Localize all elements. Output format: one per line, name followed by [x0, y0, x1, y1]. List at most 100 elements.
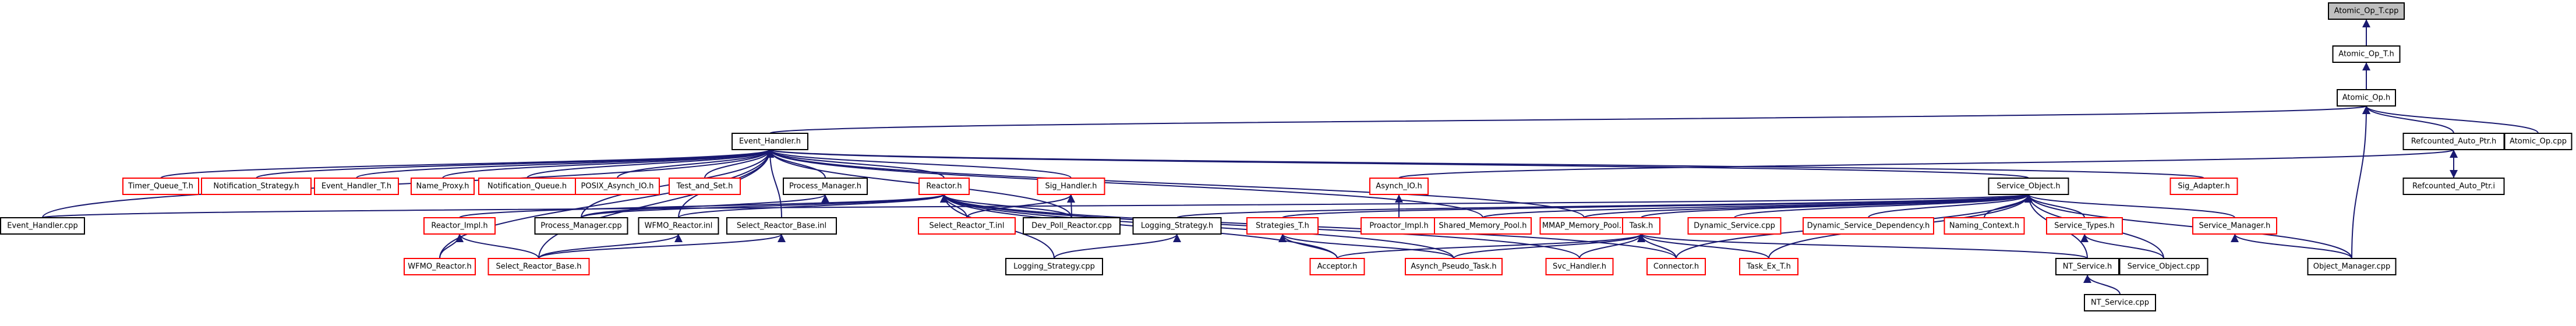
node-timer-queue-t-h[interactable]: Timer_Queue_T.h: [122, 178, 199, 195]
node-logging-strategy-h[interactable]: Logging_Strategy.h: [1132, 217, 1222, 235]
node-box: [314, 178, 399, 195]
node-wfmo-reactor-h[interactable]: WFMO_Reactor.h: [404, 258, 476, 275]
node-svc-handler-h[interactable]: Svc_Handler.h: [1545, 258, 1614, 275]
node-posix-asynch-io-h[interactable]: POSIX_Asynch_IO.h: [575, 178, 660, 195]
node-event-handler-h[interactable]: Event_Handler.h: [732, 133, 808, 150]
node-label: Refcounted_Auto_Ptr.i: [2412, 182, 2495, 191]
node-proactor-impl-h[interactable]: Proactor_Impl.h: [1361, 217, 1437, 235]
edge-task_ex_t_h-to-task_h: [1637, 233, 1769, 259]
node-dev-poll-reactor-cpp[interactable]: Dev_Poll_Reactor.cpp: [1023, 217, 1121, 235]
edge-refcounted_auto_ptr_h-to-atomic_op_h: [2362, 105, 2454, 134]
node-box: [783, 178, 868, 195]
node-service-manager-h[interactable]: Service_Manager.h: [2192, 217, 2277, 235]
node-dynamic-service-dependency-h[interactable]: Dynamic_Service_Dependency.h: [1803, 217, 1934, 235]
node-box: [2402, 178, 2505, 195]
node-box: [2307, 258, 2397, 275]
node-task-ex-t-h[interactable]: Task_Ex_T.h: [1739, 258, 1798, 275]
node-box: [1309, 258, 1365, 275]
node-label: POSIX_Asynch_IO.h: [581, 182, 654, 191]
node-label: Notification_Queue.h: [487, 182, 567, 191]
node-box: [918, 217, 1016, 235]
node-box: [122, 178, 199, 195]
node-wfmo-reactor-inl[interactable]: WFMO_Reactor.inl: [638, 217, 719, 235]
node-label: NT_Service.cpp: [2091, 299, 2149, 307]
edge-task_h-to-service_object_h: [1641, 194, 2033, 218]
node-mmap-memory-pool-h[interactable]: MMAP_Memory_Pool.h: [1539, 217, 1629, 235]
node-logging-strategy-cpp[interactable]: Logging_Strategy.cpp: [1005, 258, 1103, 275]
node-label: Naming_Context.h: [1949, 222, 2019, 231]
edge-logging_strategy_cpp-to-logging_strategy_h: [1054, 233, 1181, 259]
edge-shared_memory_pool_h-to-event_handler_h: [766, 149, 1483, 218]
edge-event_handler_t_h-to-event_handler_h: [356, 149, 774, 179]
node-select-reactor-base-inl[interactable]: Select_Reactor_Base.inl: [726, 217, 837, 235]
node-select-reactor-base-h[interactable]: Select_Reactor_Base.h: [487, 258, 590, 275]
node-atomic-op-t-h[interactable]: Atomic_Op_T.h: [2332, 45, 2401, 63]
node-select-reactor-t-inl[interactable]: Select_Reactor_T.inl: [918, 217, 1016, 235]
node-box: [1405, 258, 1503, 275]
edge-notification_queue_h-to-event_handler_h: [526, 149, 774, 179]
node-event-handler-t-h[interactable]: Event_Handler_T.h: [314, 178, 399, 195]
node-reactor-impl-h[interactable]: Reactor_Impl.h: [423, 217, 496, 235]
node-atomic-op-t-cpp[interactable]: Atomic_Op_T.cpp: [2328, 2, 2405, 20]
edge-wfmo_reactor_inl-to-reactor_h: [678, 194, 948, 218]
node-dynamic-service-cpp[interactable]: Dynamic_Service.cpp: [1687, 217, 1782, 235]
node-name-proxy-h[interactable]: Name_Proxy.h: [411, 178, 475, 195]
node-refcounted-auto-ptr-h[interactable]: Refcounted_Auto_Ptr.h: [2402, 133, 2505, 150]
node-sig-adapter-h[interactable]: Sig_Adapter.h: [2169, 178, 2238, 195]
node-box: [2192, 217, 2277, 235]
node-connector-h[interactable]: Connector.h: [1646, 258, 1706, 275]
node-process-manager-h[interactable]: Process_Manager.h: [783, 178, 868, 195]
node-label: Event_Handler.cpp: [7, 222, 78, 231]
node-strategies-t-h[interactable]: Strategies_T.h: [1246, 217, 1319, 235]
node-shared-memory-pool-h[interactable]: Shared_Memory_Pool.h: [1434, 217, 1532, 235]
node-atomic-op-cpp[interactable]: Atomic_Op.cpp: [2504, 133, 2573, 150]
node-box: [2402, 133, 2505, 150]
node-box: [1132, 217, 1222, 235]
node-box: [2169, 178, 2238, 195]
node-sig-handler-h[interactable]: Sig_Handler.h: [1037, 178, 1105, 195]
node-box: [1622, 217, 1660, 235]
node-nt-service-h[interactable]: NT_Service.h: [2055, 258, 2119, 275]
edge-atomic_op_cpp-to-atomic_op_h: [2362, 105, 2539, 134]
node-label: Dynamic_Service_Dependency.h: [1807, 222, 1930, 231]
node-label: Asynch_Pseudo_Task.h: [1411, 263, 1496, 271]
node-acceptor-h[interactable]: Acceptor.h: [1309, 258, 1365, 275]
node-notification-queue-h[interactable]: Notification_Queue.h: [478, 178, 576, 195]
node-object-manager-cpp[interactable]: Object_Manager.cpp: [2307, 258, 2397, 275]
edge-service_manager_h-to-service_object_h: [2024, 194, 2235, 218]
node-service-types-h[interactable]: Service_Types.h: [2046, 217, 2123, 235]
node-task-h[interactable]: Task.h: [1622, 217, 1660, 235]
edge-acceptor_h-to-task_h: [1337, 233, 1645, 259]
node-label: WFMO_Reactor.h: [408, 263, 471, 271]
node-process-manager-cpp[interactable]: Process_Manager.cpp: [534, 217, 628, 235]
node-asynch-pseudo-task-h[interactable]: Asynch_Pseudo_Task.h: [1405, 258, 1503, 275]
node-reactor-h[interactable]: Reactor.h: [918, 178, 970, 195]
node-asynch-io-h[interactable]: Asynch_IO.h: [1369, 178, 1429, 195]
node-label: Test_and_Set.h: [676, 182, 733, 191]
node-refcounted-auto-ptr-i[interactable]: Refcounted_Auto_Ptr.i: [2402, 178, 2505, 195]
node-test-and-set-h[interactable]: Test_and_Set.h: [669, 178, 741, 195]
node-service-object-h[interactable]: Service_Object.h: [1988, 178, 2069, 195]
edge-strategies_t_h-to-service_object_h: [1282, 194, 2033, 218]
node-label: Service_Manager.h: [2199, 222, 2271, 231]
edge-name_proxy_h-to-event_handler_h: [442, 149, 774, 179]
node-notification-strategy-h[interactable]: Notification_Strategy.h: [201, 178, 312, 195]
node-box: [1739, 258, 1798, 275]
edges-layer: [42, 19, 2539, 295]
node-box: [732, 133, 808, 150]
node-nt-service-cpp[interactable]: NT_Service.cpp: [2084, 294, 2156, 311]
node-naming-context-h[interactable]: Naming_Context.h: [1944, 217, 2025, 235]
node-event-handler-cpp[interactable]: Event_Handler.cpp: [0, 217, 85, 235]
node-service-object-cpp[interactable]: Service_Object.cpp: [2119, 258, 2208, 275]
node-box: [918, 178, 970, 195]
node-label: Select_Reactor_Base.h: [496, 263, 581, 271]
node-label: Process_Manager.cpp: [540, 222, 621, 231]
node-label: Timer_Queue_T.h: [128, 182, 193, 191]
node-label: Notification_Strategy.h: [213, 182, 299, 191]
node-atomic-op-h[interactable]: Atomic_Op.h: [2337, 89, 2396, 107]
node-box: [2084, 294, 2156, 311]
edge-acceptor_h-to-strategies_t_h: [1278, 233, 1338, 259]
node-label: Logging_Strategy.cpp: [1013, 263, 1095, 271]
node-label: Reactor_Impl.h: [431, 222, 487, 231]
